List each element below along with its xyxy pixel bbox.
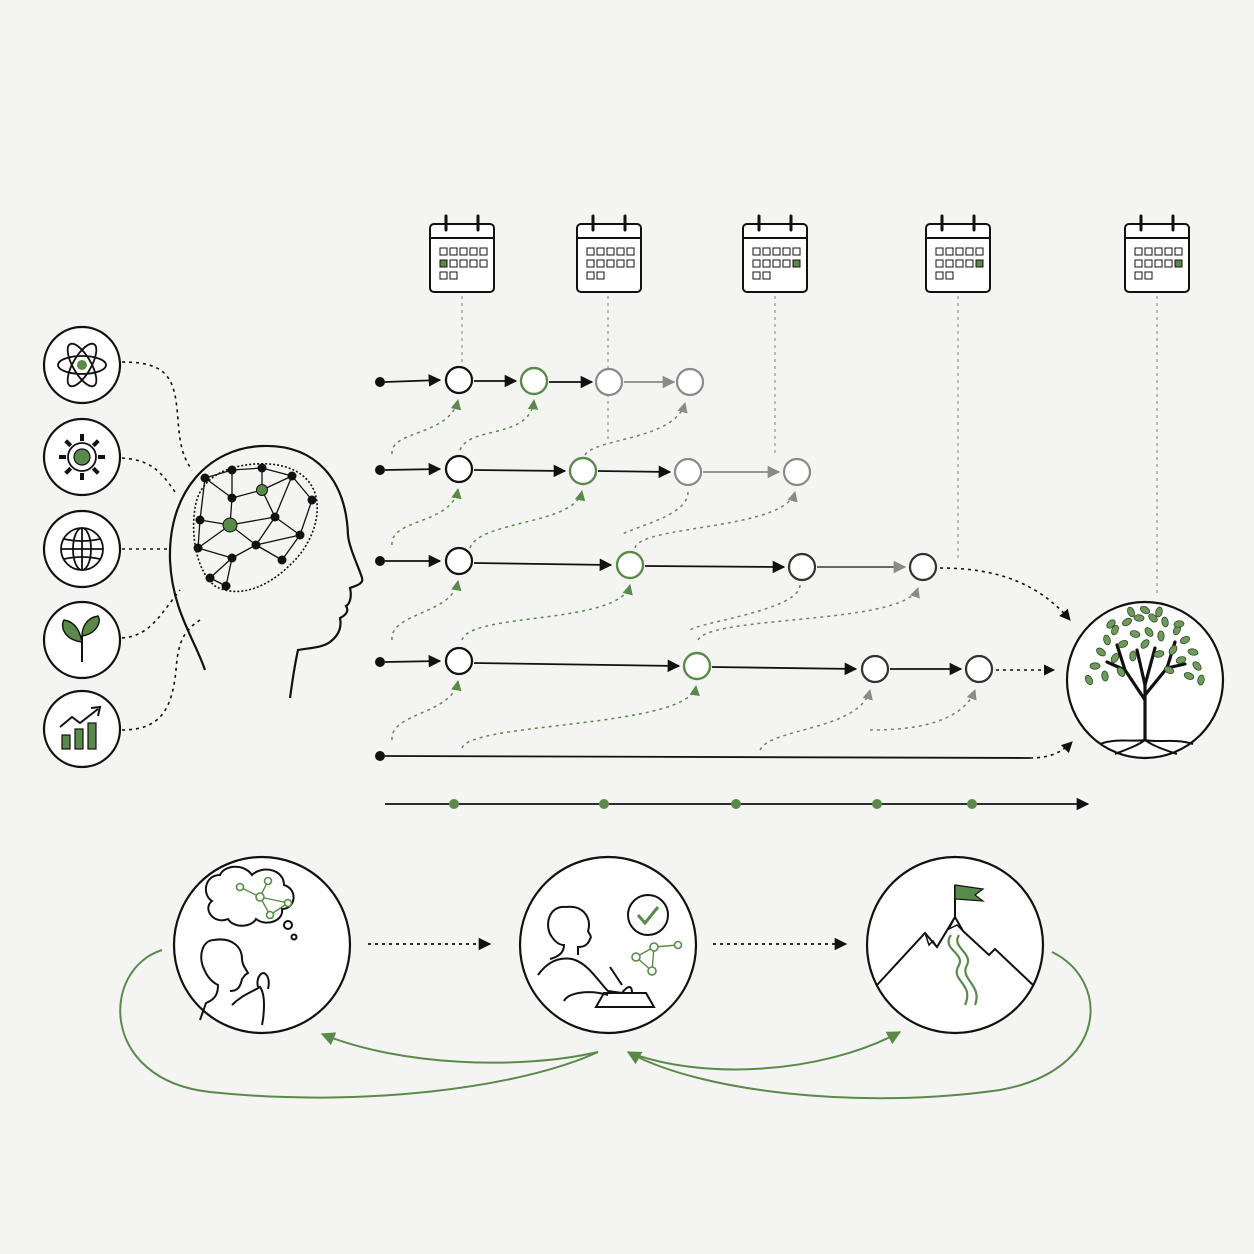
domain-nature (42, 600, 122, 680)
tree-icon (1084, 605, 1205, 755)
track-node (444, 365, 474, 395)
learner-head (168, 444, 364, 699)
writing-person-icon (537, 905, 656, 1008)
globe-icon (60, 527, 104, 571)
timeline-tick (731, 799, 741, 809)
track-node (568, 456, 598, 486)
track-node (908, 552, 938, 582)
atom-icon (57, 342, 107, 388)
track-1 (375, 365, 705, 397)
track-node (860, 654, 890, 684)
track-node (444, 546, 474, 576)
timeline-tick (967, 799, 977, 809)
domain-icons (42, 325, 201, 769)
outcome-tree (1065, 600, 1225, 760)
brain-network (192, 463, 318, 593)
track-node (675, 367, 705, 397)
track-node (682, 651, 712, 681)
domain-science (42, 325, 122, 405)
track-2 (375, 454, 812, 487)
gray-feedback-links (584, 401, 977, 751)
cycle-feedback-arrows (119, 949, 1092, 1100)
calendar-icon (925, 214, 991, 293)
check-icon (627, 894, 669, 936)
domain-connectors (121, 361, 201, 731)
calendar-icon (742, 214, 808, 293)
calendar-icon (429, 214, 495, 293)
learning-tracks (375, 365, 1073, 761)
track-4 (375, 646, 1056, 684)
stage-reflect (172, 855, 352, 1035)
gear-icon (59, 434, 105, 480)
cycle-stages (119, 855, 1092, 1100)
domain-global (42, 509, 122, 589)
green-feedback-links (391, 398, 700, 749)
track-node (594, 367, 624, 397)
track-5 (375, 741, 1073, 761)
calendar-drops (461, 296, 1158, 594)
timeline-tick (599, 799, 609, 809)
timeline-tick (449, 799, 459, 809)
track-node (964, 654, 994, 684)
track-3 (375, 546, 1071, 621)
track-node (782, 457, 812, 487)
track-node (615, 550, 645, 580)
track-node (444, 454, 474, 484)
calendar-icon (1124, 214, 1190, 293)
mountain-flag-icon (876, 884, 1034, 1006)
head-outline (168, 444, 364, 699)
domain-growth (42, 689, 122, 769)
timeline-tick (872, 799, 882, 809)
sprout-icon (61, 615, 100, 662)
domain-technology (42, 417, 122, 497)
stage-practice (518, 855, 698, 1035)
calendar-icon (576, 214, 642, 293)
track-node (673, 457, 703, 487)
track-node (787, 552, 817, 582)
calendar-milestones (429, 214, 1190, 293)
growth-chart-icon (59, 705, 102, 750)
track-node (519, 366, 549, 396)
stage-achieve (865, 855, 1045, 1035)
track-node (444, 646, 474, 676)
timeline (385, 797, 1090, 811)
